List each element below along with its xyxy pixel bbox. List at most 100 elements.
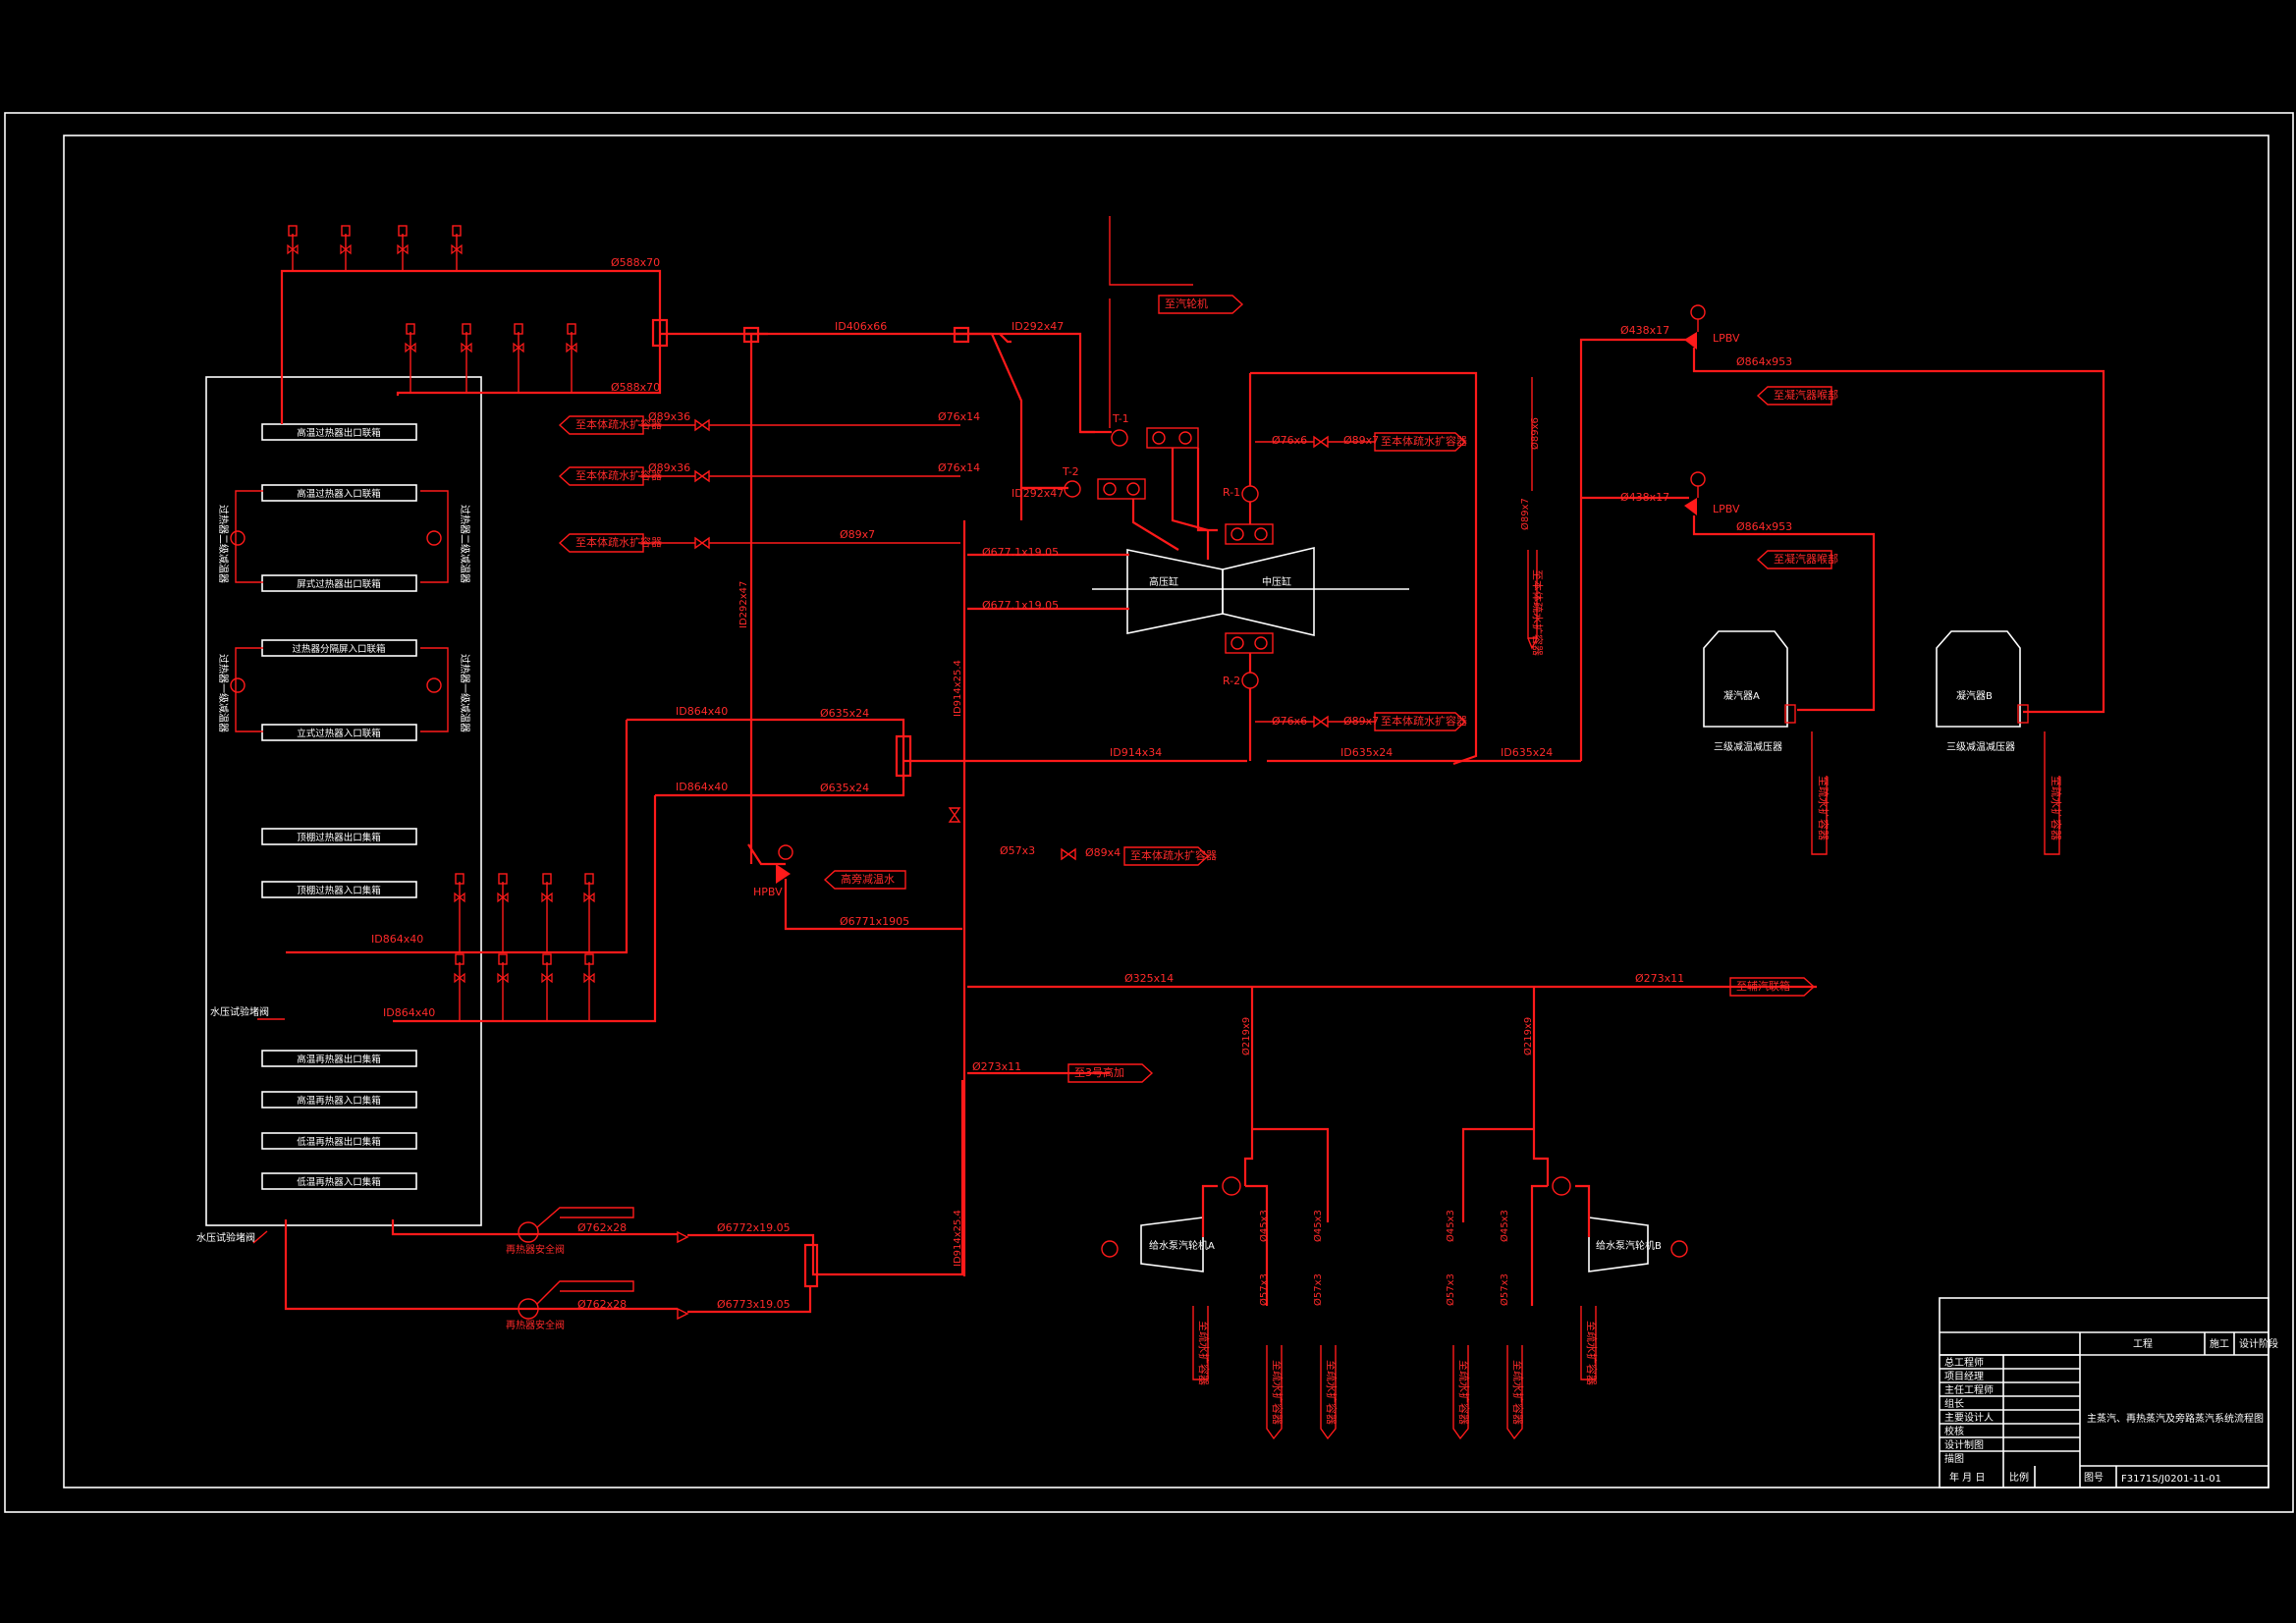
- pipe-label-vertical: Ø89x7: [1519, 498, 1531, 530]
- drain-tag-label: 至疏水扩容器: [2050, 776, 2063, 840]
- tag-box: [1067, 1063, 1154, 1083]
- desuperheater-lines: [230, 490, 449, 732]
- drawing-no-label: 图号: [2084, 1472, 2104, 1484]
- header-box: [261, 423, 417, 441]
- condenser-a: 凝汽器A 三级减温减压器: [1703, 630, 1796, 753]
- tag-box: [1756, 550, 1832, 569]
- pipe-label: ID864x40: [371, 933, 423, 946]
- title-row-label: 设计制图: [1944, 1438, 1984, 1451]
- pipe-label: Ø762x28: [577, 1221, 627, 1234]
- pipe-label: Ø89x36: [648, 410, 690, 423]
- header-box: [261, 828, 417, 845]
- header-label: 高温过热器出口联箱: [297, 427, 381, 439]
- tag-label: 至本体疏水扩容器: [1381, 714, 1467, 728]
- header-box: [261, 724, 417, 741]
- pipe-label: Ø6772x19.05: [717, 1221, 791, 1234]
- project-label: 工程: [2133, 1338, 2153, 1350]
- tag-box: [1729, 977, 1816, 997]
- tag-label: 至凝汽器喉部: [1774, 552, 1838, 566]
- stage-note: 设计阶段: [2239, 1337, 2278, 1350]
- pipe-label: Ø273x11: [1635, 972, 1684, 985]
- title-row-label: 主要设计人: [1944, 1411, 1994, 1424]
- sv-stubs: [292, 263, 573, 393]
- tag-label: 至本体疏水扩容器: [575, 468, 662, 482]
- title-row-label: 组长: [1944, 1397, 1964, 1410]
- tag-label: 高旁减温水: [841, 872, 895, 886]
- scale-label: 比例: [2009, 1471, 2029, 1484]
- pipe-label-vertical: Ø219x9: [1522, 1017, 1534, 1055]
- pipe-label: ID406x66: [835, 320, 887, 333]
- pipe-label: Ø588x70: [611, 381, 660, 394]
- bfpt-a: 给水泵汽轮机A: [1101, 1176, 1269, 1306]
- pipe-label: Ø76x6: [1272, 715, 1307, 728]
- hydro-valve-2: 水压试验堵阀: [196, 1231, 255, 1244]
- desuper-a-label: 三级减温减压器: [1714, 741, 1782, 753]
- tag-box: [1756, 386, 1832, 406]
- rh-sv-stubs: [459, 911, 590, 1021]
- tag-label: 至本体疏水扩容器: [1381, 434, 1467, 448]
- pipe-label: Ø57x3: [1000, 844, 1035, 857]
- hydro-valve-1: 水压试验堵阀: [210, 1005, 269, 1018]
- pipe-label: Ø76x14: [938, 461, 980, 474]
- pipe-label: Ø864x953: [1736, 520, 1792, 533]
- tag-label: 至3号高加: [1074, 1065, 1124, 1079]
- desuperheater-label: 过热器一级减温器: [459, 654, 471, 732]
- ms-tee-2: [742, 326, 760, 344]
- stage-label: 施工: [2210, 1337, 2229, 1350]
- reheat-lines: [286, 338, 1817, 1276]
- pipe-label: Ø588x70: [611, 256, 660, 269]
- reheat-tee: [895, 734, 912, 778]
- pipe-label: Ø635x24: [820, 707, 869, 720]
- pipe-label-vertical: Ø57x3: [1445, 1273, 1456, 1306]
- header-box: [261, 881, 417, 898]
- bfpt-b-label: 给水泵汽轮机B: [1596, 1239, 1662, 1252]
- boiler-box: [205, 376, 482, 1226]
- valve-tag: R-2: [1223, 675, 1240, 687]
- pipe-label: Ø762x28: [577, 1298, 627, 1311]
- valve-tag: T-1: [1112, 412, 1129, 425]
- pipe-label: Ø76x6: [1272, 434, 1307, 447]
- pipe-label: Ø677.1x19.05: [982, 546, 1059, 559]
- header-box: [261, 1132, 417, 1150]
- pipe-label: Ø864x953: [1736, 355, 1792, 368]
- header-label: 顶棚过热器入口集箱: [297, 885, 381, 896]
- ip-turbine-label: 中压缸: [1262, 575, 1291, 588]
- pipe-label: ID864x40: [676, 781, 728, 793]
- pipe-label: ID292x47: [1011, 320, 1064, 333]
- tag-box: [1374, 432, 1467, 452]
- turbine-valve-lines: [1021, 371, 1478, 766]
- pipe-label: Ø89x36: [648, 461, 690, 474]
- rh-sv-label: 再热器安全阀: [506, 1243, 565, 1256]
- tag-box: [558, 415, 644, 435]
- drain-tag-label: 至本体疏水扩容器: [1531, 569, 1545, 656]
- header-label: 高温再热器出口集箱: [297, 1054, 381, 1065]
- pipe-label-vertical: Ø57x3: [1312, 1273, 1324, 1306]
- tag-label: 至辅汽联箱: [1736, 979, 1790, 993]
- pipe-label: Ø438x17: [1620, 324, 1669, 337]
- desuperheater-label: 过热器二级减温器: [459, 505, 471, 583]
- ms-safety-valves: [287, 225, 577, 362]
- title-row-label: 总工程师: [1944, 1356, 1984, 1369]
- header-box: [261, 1091, 417, 1109]
- title-row-label: 描图: [1944, 1452, 1964, 1465]
- tag-label: 至凝汽器喉部: [1774, 388, 1838, 402]
- pipe-label: Ø677.1x19.05: [982, 599, 1059, 612]
- inner-frame: [63, 135, 2269, 1488]
- header-box: [261, 484, 417, 502]
- drawing-no: F3171S/J0201-11-01: [2121, 1474, 2221, 1485]
- pipe-label-vertical: Ø45x3: [1312, 1210, 1324, 1242]
- tag-box: [823, 870, 906, 890]
- pipe-label: Ø89x7: [840, 528, 875, 541]
- tag-box: [558, 466, 644, 486]
- tag-label: 至本体疏水扩容器: [575, 535, 662, 549]
- pipe-label-vertical: Ø57x3: [1258, 1273, 1270, 1306]
- hp-turbine: 高压缸 中压缸: [1092, 546, 1409, 637]
- pipe-label-vertical: Ø89x6: [1529, 417, 1541, 450]
- date-label: 年 月 日: [1949, 1471, 1985, 1484]
- tag-box: [1123, 846, 1210, 866]
- pipe-label: Ø273x11: [972, 1060, 1021, 1073]
- pipe-label-vertical: ID914x25.4: [953, 1210, 963, 1267]
- pipe-label: ID864x40: [676, 705, 728, 718]
